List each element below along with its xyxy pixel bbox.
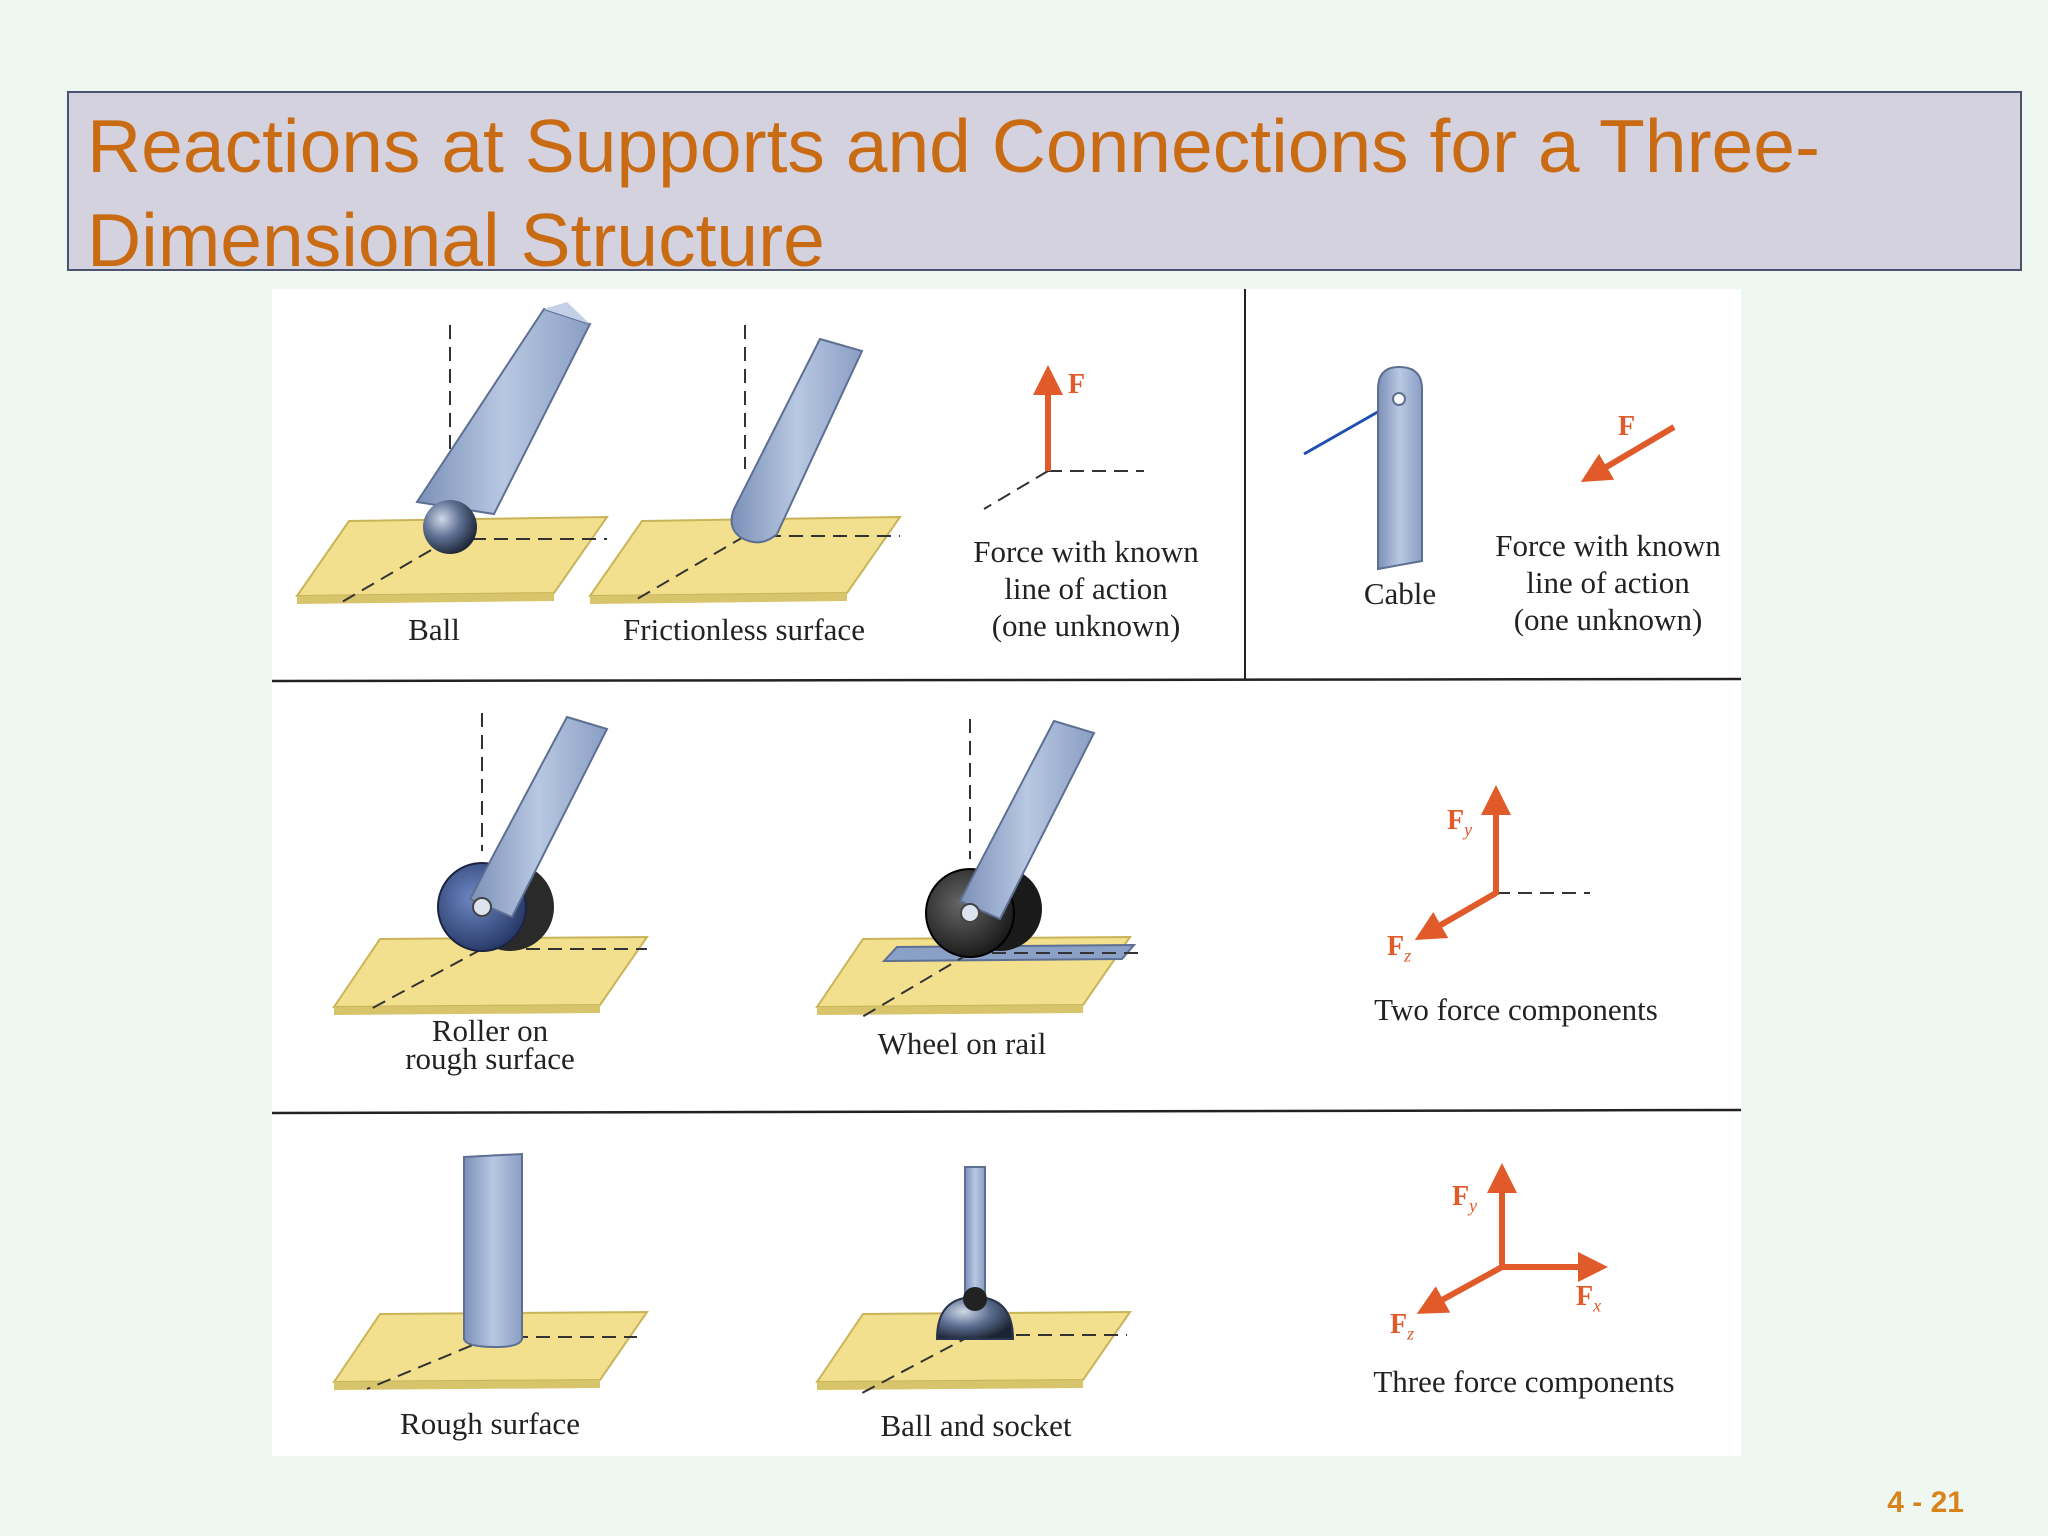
ball-and-socket-illustration	[815, 1166, 1132, 1394]
caption-wheel-on-rail: Wheel on rail	[877, 1026, 1047, 1061]
supports-figure: F F Ball Frictionless surface Force with…	[272, 289, 1741, 1456]
caption-two-force-components: Two force components	[1374, 992, 1658, 1027]
caption-force-known-line-1: Force with known line of action (one unk…	[973, 534, 1199, 643]
force-label-f1: F	[1068, 369, 1086, 400]
rough-surface-illustration	[332, 1152, 649, 1390]
force-label-fz-two: Fz	[1387, 931, 1412, 966]
force-label-fy-three: Fy	[1452, 1181, 1478, 1216]
row-divider-1	[272, 677, 1741, 683]
caption-frictionless-surface: Frictionless surface	[623, 612, 865, 647]
caption-three-force-components: Three force components	[1373, 1364, 1675, 1399]
force-diagram-vertical	[983, 365, 1144, 510]
page-number: 4 - 21	[1887, 1486, 1964, 1519]
force-label-fz-three: Fz	[1390, 1309, 1415, 1344]
force-label-fx-three: Fx	[1576, 1281, 1602, 1316]
caption-ball: Ball	[408, 612, 460, 647]
caption-ball-and-socket: Ball and socket	[880, 1408, 1072, 1443]
wheel-on-rail-illustration	[815, 719, 1142, 1018]
row-divider-2	[272, 1108, 1741, 1115]
cable-support-illustration	[1303, 365, 1423, 571]
force-label-fy-two: Fy	[1447, 805, 1473, 840]
force-label-f2: F	[1618, 411, 1636, 442]
frictionless-support-illustration	[588, 325, 902, 604]
slide-title: Reactions at Supports and Connections fo…	[67, 91, 2022, 282]
caption-force-known-line-2: Force with known line of action (one unk…	[1495, 528, 1721, 637]
three-force-components-diagram	[1416, 1163, 1608, 1314]
supports-diagram	[272, 289, 1741, 1394]
caption-cable: Cable	[1363, 576, 1437, 611]
roller-support-illustration	[332, 713, 649, 1015]
caption-rough-surface: Rough surface	[400, 1406, 580, 1441]
two-force-components-diagram	[1414, 785, 1590, 941]
ball-support-illustration	[295, 302, 609, 604]
caption-roller-rough-surface: Roller on rough surface	[405, 1013, 575, 1076]
force-diagram-oblique	[1580, 424, 1676, 483]
